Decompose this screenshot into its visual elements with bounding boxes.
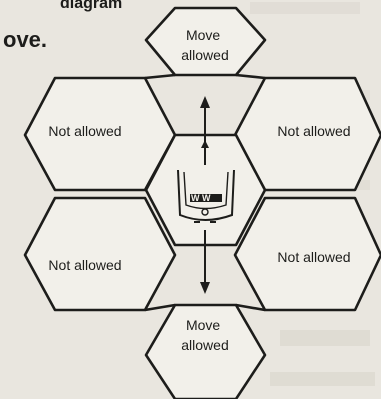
cell-label-bottom-line1: Move: [186, 317, 220, 333]
hex-lower-left: [25, 198, 175, 310]
cell-label-upper-right: Not allowed: [277, 123, 350, 139]
caption-fragment-top: diagram: [60, 0, 122, 12]
caption-fragment-line: ove.: [3, 27, 47, 52]
cell-label-lower-left: Not allowed: [48, 257, 121, 273]
svg-text:W W: W W: [191, 193, 211, 203]
background-text: [250, 2, 375, 386]
cell-label-lower-right: Not allowed: [277, 249, 350, 265]
cell-label-bottom-line2: allowed: [181, 337, 228, 353]
cell-label-top-line2: allowed: [181, 47, 228, 63]
cell-label-top-line1: Move: [186, 27, 220, 43]
cell-label-upper-left: Not allowed: [48, 123, 121, 139]
